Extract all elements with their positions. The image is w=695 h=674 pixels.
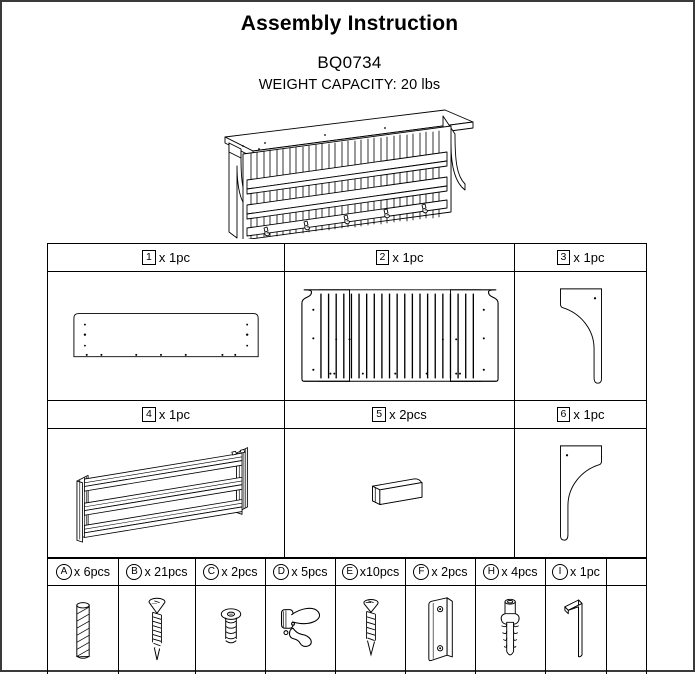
hardware-header-c: C x 2pcs <box>195 559 265 585</box>
part-quantity: x 1pc <box>392 250 424 265</box>
hardware-letter-badge: D <box>273 564 290 580</box>
hardware-header-d: D x 5pcs <box>265 559 335 585</box>
hardware-letter-badge: F <box>413 564 430 580</box>
parts-table: 1 x 1pc 2 x 1pc 3 x 1pc <box>47 243 647 558</box>
rail-frame-assembly-icon <box>76 447 249 543</box>
hardware-letter-badge: H <box>483 564 500 580</box>
parts-row: 4 x 1pc 5 x 2pcs 6 x 1pc <box>48 400 646 557</box>
parts-row-body <box>48 429 646 557</box>
hex-allen-key-icon <box>564 599 583 658</box>
header: Assembly Instruction BQ0734 WEIGHT CAPAC… <box>2 2 695 93</box>
part-number-badge: 3 <box>556 249 571 266</box>
part-number-badge: 1 <box>142 249 156 266</box>
hardware-quantity: x 4pcs <box>501 565 538 579</box>
part-quantity: x 1pc <box>158 250 190 265</box>
hardware-quantity: x 6pcs <box>73 565 111 579</box>
page-title: Assembly Instruction <box>240 12 459 35</box>
part-number-badge: 5 <box>372 406 387 423</box>
part-cell-5 <box>284 429 514 557</box>
assembled-product-illustration <box>207 104 492 239</box>
part-header-3: 3 x 1pc <box>514 244 646 271</box>
hardware-letter-badge: I <box>552 564 569 580</box>
hardware-letter-badge: C <box>203 564 220 580</box>
hardware-letter-badge: B <box>126 564 143 580</box>
hardware-header-f: F x 2pcs <box>405 559 475 585</box>
part-quantity: x 1pc <box>573 407 605 422</box>
hardware-header-empty <box>606 559 646 585</box>
mounting-bracket-plate-icon <box>427 597 453 662</box>
long-flat-head-screw-icon <box>148 597 166 661</box>
part-number-badge: 2 <box>375 249 390 266</box>
hardware-header-b: B x 21pcs <box>118 559 195 585</box>
hardware-header-e: E x10pcs <box>335 559 405 585</box>
part-cell-2 <box>284 272 514 400</box>
part-quantity: x 1pc <box>573 250 605 265</box>
hardware-table: A x 6pcs B x 21pcs C x 2pcs D x 5pcs E x… <box>47 558 647 674</box>
part-quantity: x 2pcs <box>389 407 427 422</box>
part-number-badge: 6 <box>556 406 571 423</box>
slatted-back-panel-icon <box>300 289 499 382</box>
part-header-6: 6 x 1pc <box>514 401 646 428</box>
part-header-1: 1 x 1pc <box>48 244 284 271</box>
hardware-quantity: x 2pcs <box>221 565 258 579</box>
wood-screw-icon <box>362 598 379 657</box>
hardware-cell-d <box>265 586 335 674</box>
hardware-quantity: x 5pcs <box>291 565 328 579</box>
hardware-quantity: x 21pcs <box>144 565 188 579</box>
hardware-header-h: H x 4pcs <box>475 559 545 585</box>
model-number: BQ0734 <box>317 53 382 72</box>
top-shelf-board-icon <box>72 312 259 357</box>
parts-row-body <box>48 272 646 400</box>
right-curved-bracket-icon <box>559 287 602 384</box>
hardware-header-a: A x 6pcs <box>48 559 118 585</box>
hardware-cell-b <box>118 586 195 674</box>
hardware-cell-f <box>405 586 475 674</box>
coat-hook-icon <box>280 607 320 647</box>
weight-capacity: WEIGHT CAPACITY: 20 lbs <box>258 77 441 93</box>
short-hex-bolt-icon <box>220 608 241 644</box>
hardware-cell-empty <box>606 586 646 674</box>
hardware-header-row: A x 6pcs B x 21pcs C x 2pcs D x 5pcs E x… <box>48 559 646 586</box>
hardware-letter-badge: A <box>55 564 72 580</box>
hardware-cell-a <box>48 586 118 674</box>
hardware-cell-i <box>545 586 606 674</box>
part-cell-1 <box>48 272 284 400</box>
part-cell-4 <box>48 429 284 557</box>
spacer-block-icon <box>371 477 422 505</box>
wooden-dowel-icon <box>76 602 90 659</box>
part-number-badge: 4 <box>142 406 156 423</box>
hardware-quantity: x10pcs <box>359 565 400 579</box>
hardware-cell-h <box>475 586 545 674</box>
hardware-cell-c <box>195 586 265 674</box>
part-header-5: 5 x 2pcs <box>284 401 514 428</box>
part-cell-3 <box>514 272 646 400</box>
hardware-cell-e <box>335 586 405 674</box>
hardware-icon-row <box>48 586 646 674</box>
hardware-header-i: I x 1pc <box>545 559 606 585</box>
hardware-letter-badge: E <box>341 564 358 580</box>
parts-row: 1 x 1pc 2 x 1pc 3 x 1pc <box>48 244 646 400</box>
wall-anchor-icon <box>500 598 520 656</box>
parts-row-header: 4 x 1pc 5 x 2pcs 6 x 1pc <box>48 401 646 429</box>
parts-row-header: 1 x 1pc 2 x 1pc 3 x 1pc <box>48 244 646 272</box>
part-cell-6 <box>514 429 646 557</box>
part-header-2: 2 x 1pc <box>284 244 514 271</box>
left-curved-bracket-icon <box>559 444 602 541</box>
part-quantity: x 1pc <box>158 407 190 422</box>
hardware-quantity: x 2pcs <box>431 565 468 579</box>
part-header-4: 4 x 1pc <box>48 401 284 428</box>
hardware-quantity: x 1pc <box>570 565 600 579</box>
